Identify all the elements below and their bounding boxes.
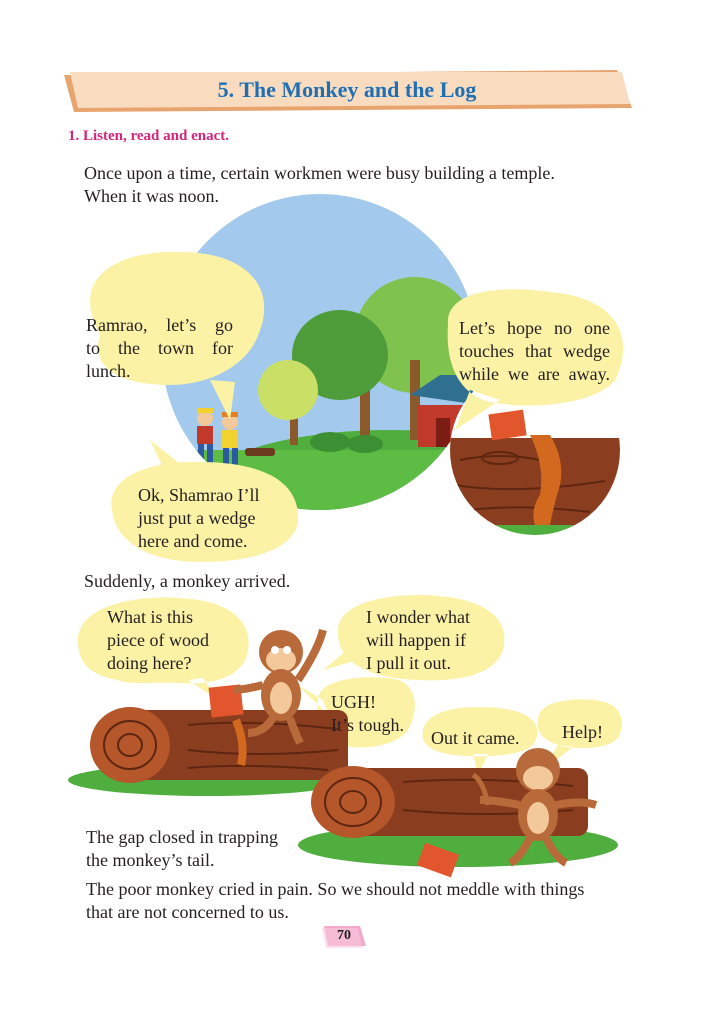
speech-bubble-ramrao: Ramrao, let’s go to the town for lunch. xyxy=(86,314,233,383)
bubble-line: just put a wedge xyxy=(138,508,256,528)
bubble-line: while we are away. xyxy=(459,364,610,384)
bubble-line: doing here? xyxy=(107,653,192,673)
page-tab-shape xyxy=(322,926,366,948)
bubble-line: to the town for xyxy=(86,338,233,358)
moral-line-2: that are not concerned to us. xyxy=(86,902,289,922)
bubble-line: touches that wedge xyxy=(459,341,610,361)
page-number-tab: 70 xyxy=(322,924,366,948)
speech-bubble-help: Help! xyxy=(562,722,603,742)
speech-bubble-ugh: UGH! It’s tough. xyxy=(331,691,431,737)
bubble-line: It’s tough. xyxy=(331,715,405,735)
gap-line-2: the monkey’s tail. xyxy=(86,850,215,870)
bubble-line: I pull it out. xyxy=(366,653,451,673)
workmen-scene-illustration xyxy=(90,194,624,562)
speech-bubble-out-came: Out it came. xyxy=(431,728,520,748)
speech-bubble-wonder: I wonder what will happen if I pull it o… xyxy=(366,606,506,675)
instruction-text: 1. Listen, read and enact. xyxy=(68,128,229,144)
bubble-line: lunch. xyxy=(86,361,131,381)
speech-bubble-shamrao: Ok, Shamrao I’ll just put a wedge here a… xyxy=(138,484,288,553)
title-banner-shape xyxy=(64,70,632,112)
moral-line-1: The poor monkey cried in pain. So we sho… xyxy=(86,879,585,899)
chapter-title: 5. The Monkey and the Log xyxy=(217,77,477,102)
bubble-line: piece of wood xyxy=(107,630,209,650)
bubble-line: What is this xyxy=(107,607,193,627)
monkey-arrived-text: Suddenly, a monkey arrived. xyxy=(84,571,291,591)
bubble-line: I wonder what xyxy=(366,607,470,627)
bubble-line: will happen if xyxy=(366,630,466,650)
gap-line-1: The gap closed in trapping xyxy=(86,827,278,847)
intro-line-2: When it was noon. xyxy=(84,186,219,206)
speech-bubble-what-is: What is this piece of wood doing here? xyxy=(107,606,247,675)
chapter-title-banner: 5. The Monkey and the Log xyxy=(62,70,632,112)
bubble-line: Ok, Shamrao I’ll xyxy=(138,485,260,505)
bubble-line: UGH! xyxy=(331,692,376,712)
speech-bubble-hope: Let’s hope no one touches that wedge whi… xyxy=(459,317,610,386)
monkey-log-illustration xyxy=(68,595,622,878)
bubble-line: here and come. xyxy=(138,531,248,551)
bubble-line: Ramrao, let’s go xyxy=(86,315,233,335)
intro-line-1: Once upon a time, certain workmen were b… xyxy=(84,163,555,183)
bubble-line: Let’s hope no one xyxy=(459,318,610,338)
page-number: 70 xyxy=(337,928,351,943)
